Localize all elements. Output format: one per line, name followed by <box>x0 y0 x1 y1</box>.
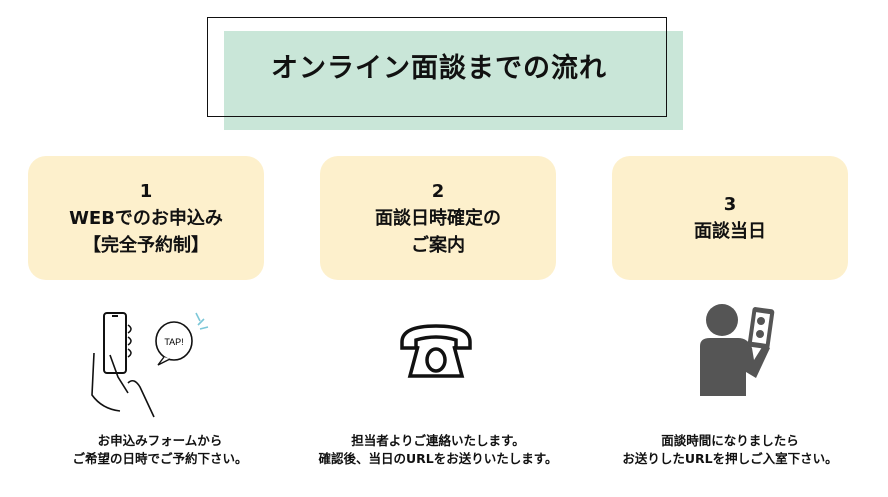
title-frame <box>207 17 667 117</box>
telephone-icon <box>400 324 472 378</box>
step-label: 【完全予約制】 <box>83 234 209 256</box>
caption-line: 担当者よりご連絡いたします。 <box>351 433 525 448</box>
step-label: ご案内 <box>411 234 465 256</box>
step-caption-3: 面談時間になりましたら お送りしたURLを押しご入室下さい。 <box>580 432 880 468</box>
step-card-3: 3 面談当日 <box>612 156 848 280</box>
step-number: 1 <box>139 180 153 202</box>
step-number: 2 <box>431 180 445 202</box>
step-caption-2: 担当者よりご連絡いたします。 確認後、当日のURLをお送りいたします。 <box>288 432 588 468</box>
step-label: 面談当日 <box>694 221 766 242</box>
step-number: 3 <box>723 194 737 215</box>
caption-line: 面談時間になりましたら <box>661 433 799 448</box>
step-caption-1: お申込みフォームから ご希望の日時でご予約下さい。 <box>10 432 310 468</box>
caption-line: ご希望の日時でご予約下さい。 <box>72 451 248 466</box>
page-title: オンライン面談までの流れ <box>271 53 607 84</box>
caption-line: お申込みフォームから <box>97 433 223 448</box>
caption-line: お送りしたURLを押しご入室下さい。 <box>622 451 838 466</box>
step-label: WEBでのお申込み <box>69 207 223 229</box>
caption-line: 確認後、当日のURLをお送りいたします。 <box>318 451 558 466</box>
smartphone-tap-icon: TAP! <box>91 312 209 418</box>
step-label: 面談日時確定の <box>375 207 501 229</box>
tap-label: TAP! <box>164 337 183 347</box>
step-card-2: 2 面談日時確定の ご案内 <box>320 156 556 280</box>
title-background <box>224 31 683 130</box>
person-video-call-icon <box>700 304 775 396</box>
step-card-1: 1 WEBでのお申込み 【完全予約制】 <box>28 156 264 280</box>
